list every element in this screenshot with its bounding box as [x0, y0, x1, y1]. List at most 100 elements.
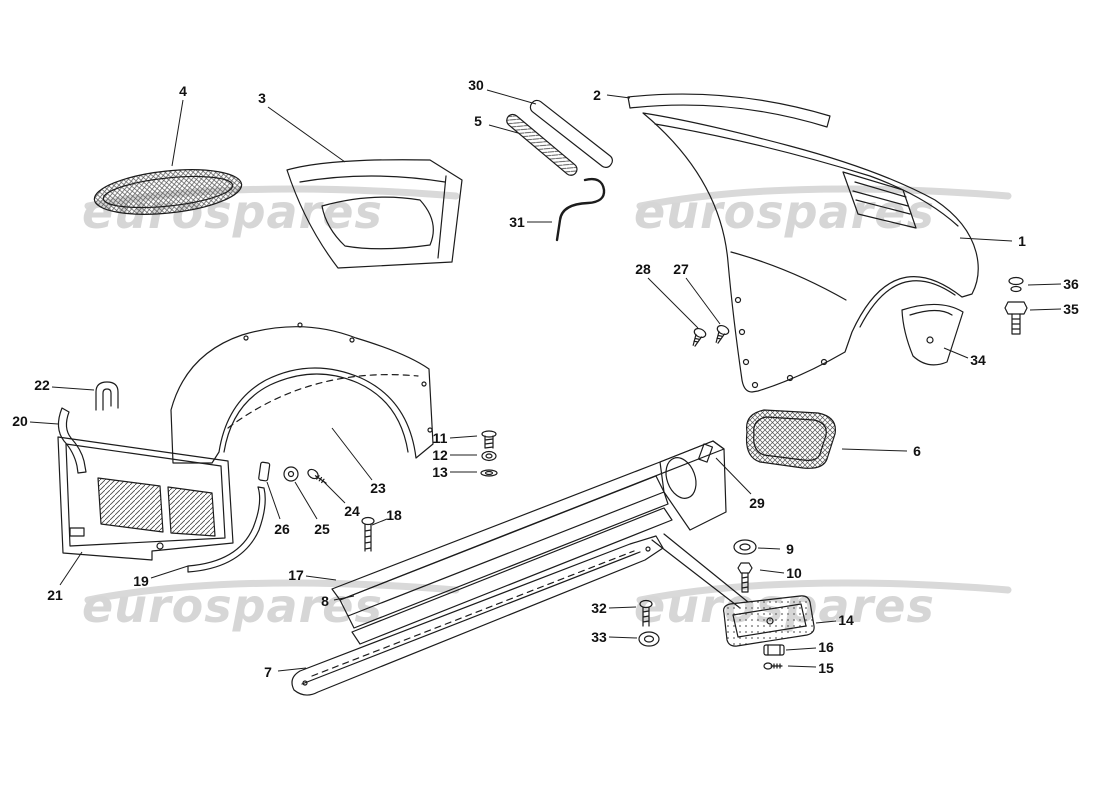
leader-line-34	[943, 347, 969, 359]
part-label-16: 16	[818, 639, 834, 655]
part-label-15: 15	[818, 660, 834, 676]
part-label-18: 18	[386, 507, 402, 523]
part-15-screw-icon	[763, 662, 783, 670]
leader-line-15	[787, 665, 817, 668]
part-20-hook	[57, 407, 87, 474]
part-label-20: 20	[12, 413, 28, 429]
leader-line-22	[51, 386, 95, 391]
part-label-26: 26	[274, 521, 290, 537]
leader-line-19	[150, 565, 189, 579]
leader-line-18	[371, 518, 388, 526]
part-label-25: 25	[314, 521, 330, 537]
leader-line-28	[647, 277, 699, 329]
part-12-nut-icon	[481, 450, 497, 462]
part-2-rail-strip	[627, 93, 831, 128]
leader-line-24	[321, 479, 346, 504]
projection-lines	[651, 533, 749, 609]
part-label-19: 19	[133, 573, 149, 589]
part-label-7: 7	[264, 664, 272, 680]
part-label-22: 22	[34, 377, 50, 393]
part-6-mesh-grille	[745, 409, 836, 469]
leader-line-27	[685, 277, 721, 325]
leader-line-35	[1029, 308, 1062, 311]
leader-line-25	[294, 481, 318, 520]
leader-line-2	[606, 94, 631, 99]
part-7-outer-sill	[291, 535, 664, 696]
leader-line-1	[959, 237, 1013, 242]
part-label-29: 29	[749, 495, 765, 511]
leader-line-23	[331, 427, 373, 481]
part-label-21: 21	[47, 587, 63, 603]
part-18-bolt-icon	[361, 516, 375, 552]
leader-line-30	[486, 89, 537, 105]
leader-line-6	[841, 448, 908, 452]
part-4-mesh-grille	[93, 169, 243, 215]
leader-line-17	[305, 575, 337, 581]
leader-line-36	[1027, 283, 1062, 286]
part-label-28: 28	[635, 261, 651, 277]
part-label-3: 3	[258, 90, 266, 106]
leader-line-8	[333, 595, 355, 601]
part-label-8: 8	[321, 593, 329, 609]
part-label-32: 32	[591, 600, 607, 616]
part-label-10: 10	[786, 565, 802, 581]
leader-line-33	[608, 636, 638, 639]
part-label-31: 31	[509, 214, 525, 230]
part-36-stud-icon	[1008, 276, 1024, 293]
part-19-seal-strip	[187, 486, 266, 573]
part-17-inner-sill	[331, 440, 727, 629]
part-label-5: 5	[474, 113, 482, 129]
leader-line-3	[267, 106, 346, 163]
part-label-1: 1	[1018, 233, 1026, 249]
part-label-35: 35	[1063, 301, 1079, 317]
leader-line-9	[757, 547, 781, 550]
part-11-screw-icon	[481, 430, 497, 449]
part-13-washer-icon	[480, 469, 498, 477]
part-label-30: 30	[468, 77, 484, 93]
part-label-14: 14	[838, 612, 854, 628]
part-1-rear-quarter-panel	[642, 112, 979, 393]
part-label-11: 11	[432, 430, 448, 446]
part-25-washer-icon	[283, 466, 299, 482]
part-label-12: 12	[432, 447, 448, 463]
part-label-9: 9	[786, 541, 794, 557]
part-27-bolt-icon	[715, 324, 730, 344]
leader-line-5	[488, 124, 519, 134]
leader-line-10	[759, 569, 785, 574]
part-label-24: 24	[344, 503, 360, 519]
part-23-wheel-arch-liner	[170, 322, 434, 464]
leader-line-21	[59, 551, 83, 586]
part-16-clip-icon	[763, 644, 785, 656]
leader-line-29	[715, 457, 752, 495]
part-32-bolt-icon	[639, 599, 653, 627]
leader-line-16	[785, 647, 817, 651]
part-24-screw-icon	[307, 468, 327, 484]
part-22-u-clip	[95, 381, 119, 411]
leader-line-14	[815, 620, 837, 624]
leader-line-20	[29, 421, 59, 425]
part-31-strap	[555, 177, 606, 242]
part-5-strip	[506, 113, 578, 176]
part-35-bolt-icon	[1004, 301, 1028, 335]
leader-line-7	[277, 667, 307, 672]
part-label-36: 36	[1063, 276, 1079, 292]
part-8-mid-sill-strip	[351, 507, 673, 645]
part-label-4: 4	[179, 83, 187, 99]
leader-line-32	[608, 606, 637, 609]
part-label-2: 2	[593, 87, 601, 103]
part-9-grommet-icon	[733, 539, 757, 555]
leader-line-11	[449, 435, 478, 439]
leader-lines	[29, 89, 1062, 672]
part-label-13: 13	[432, 464, 448, 480]
leader-line-4	[171, 99, 184, 167]
part-33-grommet-icon	[638, 631, 660, 647]
part-label-23: 23	[370, 480, 386, 496]
part-26-clip-icon	[258, 461, 271, 482]
part-10-bolt-icon	[737, 562, 753, 593]
part-14-access-plate	[723, 595, 815, 647]
part-label-27: 27	[673, 261, 689, 277]
part-34-bracket	[901, 303, 964, 366]
